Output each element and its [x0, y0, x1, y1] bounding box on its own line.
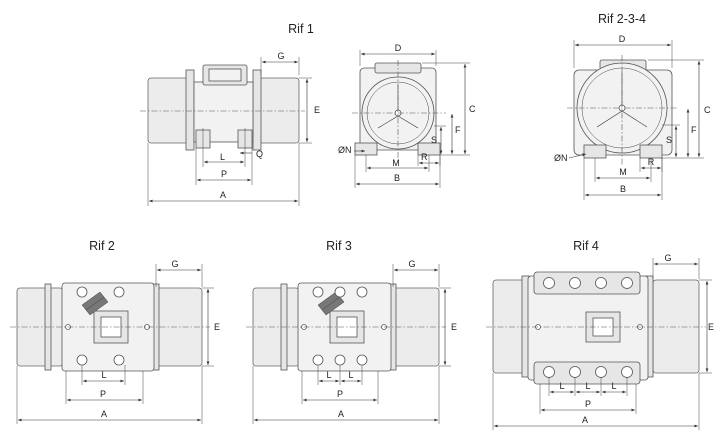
rif1-label-r: R — [421, 152, 428, 162]
rif234-label-f: F — [691, 125, 697, 135]
rif4-label-l2: L — [585, 381, 590, 391]
rif1-label-d: D — [395, 43, 402, 53]
rif4-label-p: P — [585, 399, 591, 409]
rif1-title: Rif 1 — [288, 22, 314, 36]
rif2-label-e: E — [214, 322, 220, 332]
rif1-label-g: G — [277, 51, 284, 61]
rif1-label-e: E — [314, 105, 320, 115]
rif1-label-a: A — [220, 190, 226, 200]
rif3-label-l1: L — [326, 370, 331, 380]
rif4-view: Rif 4 G E — [486, 239, 714, 430]
rif234-label-b: B — [620, 184, 626, 194]
rif1-label-n: ØN — [338, 145, 352, 155]
rif1-label-f: F — [455, 125, 461, 135]
rif3-label-g: G — [408, 259, 415, 269]
rif4-label-l1: L — [559, 381, 564, 391]
rif4-label-a: A — [582, 415, 588, 425]
rif1-label-s: S — [431, 135, 437, 145]
rif1-front-view: D C F S ØN R M B — [338, 43, 476, 188]
rif2-title: Rif 2 — [89, 239, 115, 253]
rif1-label-l: L — [220, 152, 225, 162]
rif3-view: Rif 3 G E L L — [246, 239, 457, 424]
rif1-label-c: C — [469, 104, 476, 114]
rif2-label-p: P — [100, 389, 106, 399]
rif4-label-e: E — [708, 322, 714, 332]
rif234-label-m: M — [619, 167, 627, 177]
rif1-label-q: Q — [256, 149, 263, 159]
rif1-label-b: B — [394, 173, 400, 183]
rif234-label-n: ØN — [554, 153, 568, 163]
rif3-label-a: A — [338, 409, 344, 419]
rif1-side-view: Rif 1 G E L Q P — [140, 22, 320, 206]
rif234-front-view: Rif 2-3-4 D C F S ØN R — [554, 12, 711, 200]
rif234-label-c: C — [704, 105, 711, 115]
rif2-label-l: L — [101, 370, 106, 380]
rif3-label-e: E — [451, 322, 457, 332]
rif4-label-l3: L — [611, 381, 616, 391]
rif4-label-g: G — [664, 253, 671, 263]
rif234-label-s: S — [666, 135, 672, 145]
rif2-view: Rif 2 G E L P — [10, 239, 220, 424]
rif4-title: Rif 4 — [573, 239, 599, 253]
rif2-label-a: A — [101, 409, 107, 419]
rif1-label-p: P — [221, 169, 227, 179]
rif3-label-l2: L — [348, 370, 353, 380]
rif234-title: Rif 2-3-4 — [598, 12, 646, 26]
rif234-label-d: D — [619, 34, 626, 44]
rif3-title: Rif 3 — [326, 239, 352, 253]
rif1-label-m: M — [392, 158, 400, 168]
rif2-label-g: G — [171, 259, 178, 269]
rif3-label-p: P — [337, 389, 343, 399]
